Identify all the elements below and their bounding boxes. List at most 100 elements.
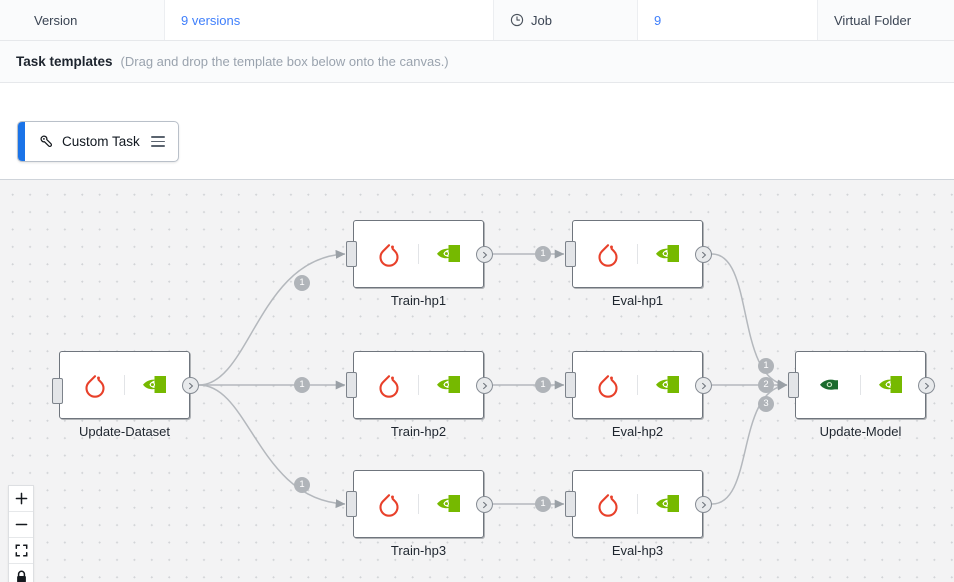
node-icon-group — [591, 489, 684, 519]
edge-badge: 1 — [535, 496, 551, 512]
icon-divider — [418, 244, 419, 264]
node-icon-group — [591, 239, 684, 269]
fit-view-button[interactable] — [9, 538, 33, 564]
edge-update-dataset-train-hp1 — [198, 249, 346, 386]
port-out-eval-hp2[interactable] — [695, 377, 712, 394]
fit-screen-icon — [15, 544, 28, 557]
edge-badge: 1 — [294, 377, 310, 393]
edge-badge: 3 — [758, 396, 774, 412]
template-card-custom-task[interactable]: Custom Task — [17, 121, 179, 162]
port-in-update-model[interactable] — [788, 372, 799, 398]
port-out-update-model[interactable] — [918, 377, 935, 394]
info-cell-job-value[interactable]: 9 — [638, 0, 818, 40]
port-in-train-hp1[interactable] — [346, 241, 357, 267]
plus-icon — [15, 492, 28, 505]
edge-badge: 1 — [758, 358, 774, 374]
node-eval-hp1[interactable] — [572, 220, 703, 288]
template-accent-bar — [18, 122, 25, 161]
port-in-train-hp2[interactable] — [346, 372, 357, 398]
lock-icon — [15, 570, 28, 582]
port-out-train-hp2[interactable] — [476, 377, 493, 394]
task-templates-title: Task templates — [16, 54, 113, 69]
template-palette: Custom Task — [0, 83, 954, 180]
pipeline-canvas[interactable]: Update-Dataset Train-hp1 — [0, 180, 954, 582]
edge-badge: 1 — [294, 477, 310, 493]
nvidia-icon — [431, 489, 465, 519]
port-out-eval-hp3[interactable] — [695, 496, 712, 513]
versions-link[interactable]: 9 versions — [181, 12, 241, 28]
task-templates-hint: (Drag and drop the template box below on… — [120, 54, 449, 69]
nvidia-dark-icon — [814, 370, 848, 400]
info-cell-version-key: Version — [0, 0, 165, 40]
nvidia-icon — [650, 370, 684, 400]
edge-eval-hp1-update-model — [711, 253, 788, 389]
node-eval-hp2[interactable] — [572, 351, 703, 419]
task-templates-bar: Task templates (Drag and drop the templa… — [0, 41, 954, 83]
node-icon-group — [591, 370, 684, 400]
icon-divider — [637, 494, 638, 514]
wrench-icon — [39, 134, 54, 149]
hamburger-line — [151, 140, 165, 143]
pytorch-icon — [372, 370, 406, 400]
node-train-hp1[interactable] — [353, 220, 484, 288]
node-icon-group — [372, 239, 465, 269]
lock-button[interactable] — [9, 564, 33, 582]
node-update-model[interactable] — [795, 351, 926, 419]
edge-badge: 1 — [535, 377, 551, 393]
job-count-link[interactable]: 9 — [654, 12, 662, 28]
port-out-train-hp3[interactable] — [476, 496, 493, 513]
node-train-hp3[interactable] — [353, 470, 484, 538]
zoom-in-button[interactable] — [9, 486, 33, 512]
nvidia-icon — [431, 370, 465, 400]
node-train-hp2[interactable] — [353, 351, 484, 419]
nvidia-icon — [873, 370, 907, 400]
port-in-train-hp3[interactable] — [346, 491, 357, 517]
port-in-eval-hp3[interactable] — [565, 491, 576, 517]
icon-divider — [860, 375, 861, 395]
hamburger-line — [151, 145, 165, 147]
icon-divider — [124, 375, 125, 395]
minus-icon — [15, 518, 28, 531]
nvidia-icon — [137, 370, 171, 400]
hamburger-line — [151, 136, 165, 138]
pytorch-icon — [78, 370, 112, 400]
node-eval-hp3[interactable] — [572, 470, 703, 538]
node-icon-group — [78, 370, 171, 400]
port-in-eval-hp1[interactable] — [565, 241, 576, 267]
info-strip: Version 9 versions Job 9 Virtual Folder — [0, 0, 954, 41]
node-icon-group — [372, 489, 465, 519]
edge-badge: 2 — [758, 377, 774, 393]
nvidia-icon — [650, 489, 684, 519]
edge-eval-hp3-update-model — [711, 381, 788, 505]
icon-divider — [418, 494, 419, 514]
info-label-version: Version — [34, 12, 78, 28]
icon-divider — [637, 375, 638, 395]
port-out-eval-hp1[interactable] — [695, 246, 712, 263]
info-cell-job-key: Job — [494, 0, 638, 40]
port-in-eval-hp2[interactable] — [565, 372, 576, 398]
canvas-controls — [8, 485, 34, 582]
icon-divider — [637, 244, 638, 264]
node-update-dataset[interactable] — [59, 351, 190, 419]
icon-divider — [418, 375, 419, 395]
nvidia-icon — [650, 239, 684, 269]
pytorch-icon — [591, 370, 625, 400]
port-in-update-dataset[interactable] — [52, 378, 63, 404]
node-icon-group — [372, 370, 465, 400]
info-label-job: Job — [531, 12, 552, 28]
zoom-out-button[interactable] — [9, 512, 33, 538]
clock-icon — [510, 13, 524, 27]
pytorch-icon — [591, 489, 625, 519]
edge-badge: 1 — [535, 246, 551, 262]
port-out-update-dataset[interactable] — [182, 377, 199, 394]
port-out-train-hp1[interactable] — [476, 246, 493, 263]
edge-layer — [198, 249, 788, 509]
edge-update-dataset-train-hp3 — [198, 384, 346, 509]
hamburger-icon[interactable] — [151, 136, 165, 147]
info-cell-virtual-folder-key: Virtual Folder — [818, 0, 954, 40]
info-cell-version-value[interactable]: 9 versions — [165, 0, 494, 40]
template-label: Custom Task — [62, 134, 140, 149]
pytorch-icon — [372, 239, 406, 269]
node-icon-group — [814, 370, 907, 400]
